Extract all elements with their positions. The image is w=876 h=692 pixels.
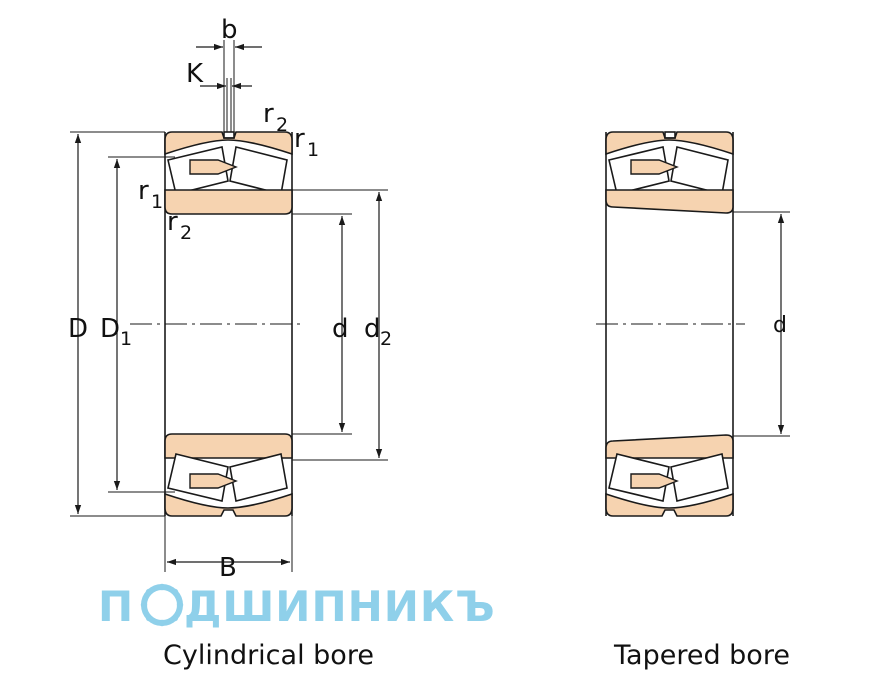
tapered-outer-ring-top xyxy=(605,131,734,156)
label-D: D xyxy=(68,314,88,344)
label-r1-top-sub: 1 xyxy=(307,139,319,161)
tapered-inner-ring-bottom xyxy=(605,434,734,459)
cage-bottom xyxy=(189,473,238,489)
outer-ring-bottom xyxy=(164,492,293,517)
tapered-cage-top xyxy=(630,159,679,175)
label-r2-top: r xyxy=(263,99,274,129)
roller-bottom-right xyxy=(229,453,288,502)
watermark-text: ДШИПНИКЪ xyxy=(184,582,496,631)
caption-tapered-bore: Tapered bore xyxy=(613,640,790,671)
outer-ring-top xyxy=(164,131,293,156)
tapered-roller-bottom-right xyxy=(670,453,729,502)
label-r2-left-sub: 2 xyxy=(180,222,192,244)
lubrication-hole-top xyxy=(223,131,235,139)
tapered-lubrication-hole xyxy=(664,131,676,139)
label-r1-left: r xyxy=(138,176,149,206)
cage-top xyxy=(189,159,238,175)
watermark-letter-p: П xyxy=(98,582,134,631)
tapered-roller-top-right xyxy=(670,146,729,195)
tapered-cage-bottom xyxy=(630,473,679,489)
label-r1-top: r xyxy=(294,124,305,154)
label-r1-left-sub: 1 xyxy=(151,191,163,213)
label-B: B xyxy=(219,553,237,583)
label-r2-top-sub: 2 xyxy=(276,114,288,136)
dimensions-cylindrical xyxy=(70,40,388,572)
label-D1-sub: 1 xyxy=(120,328,132,350)
watermark-logo: П ДШИПНИКЪ xyxy=(98,582,496,631)
label-d2-sub: 2 xyxy=(380,328,392,350)
inner-ring-bottom xyxy=(164,433,293,459)
label-d-cylindrical: d xyxy=(332,314,349,344)
label-d2: d xyxy=(364,314,381,344)
watermark-bearing-icon xyxy=(140,583,184,627)
label-b: b xyxy=(221,15,238,45)
label-K: K xyxy=(186,59,204,89)
caption-cylindrical-bore: Cylindrical bore xyxy=(163,640,374,671)
tapered-bore-bearing xyxy=(596,131,790,517)
label-d-tapered: d xyxy=(773,313,787,338)
inner-ring-top xyxy=(164,189,293,215)
roller-top-right xyxy=(229,146,288,195)
label-D1: D xyxy=(100,314,120,344)
cylindrical-bore-bearing xyxy=(130,131,305,517)
tapered-outer-ring-bottom xyxy=(605,492,734,517)
label-r2-left: r xyxy=(167,207,178,237)
tapered-inner-ring-top xyxy=(605,189,734,214)
